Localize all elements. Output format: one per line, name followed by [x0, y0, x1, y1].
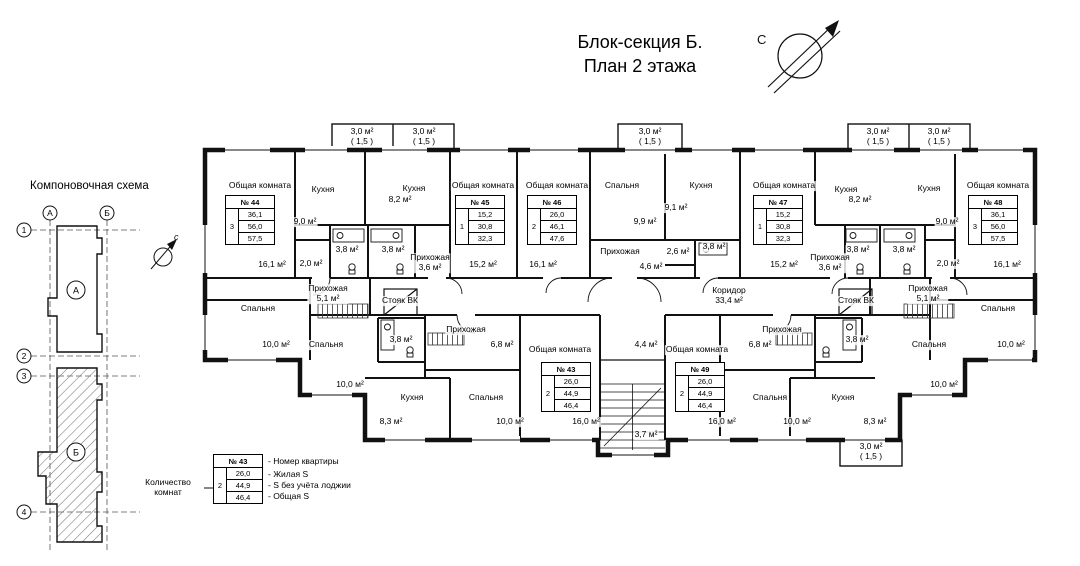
- drawing-title: Блок-секция Б. План 2 этажа: [500, 30, 780, 79]
- door-arcs: [312, 277, 968, 334]
- legend-living-area: 26,0: [227, 468, 262, 480]
- legend-count-label: Количество комнат: [145, 477, 191, 498]
- section-a-outline: [47, 225, 103, 353]
- plumbing-risers: [383, 288, 873, 316]
- north-arrow-icon: [767, 20, 841, 94]
- north-small-label: с: [174, 232, 179, 242]
- balconies: [331, 123, 971, 467]
- north-label: С: [757, 32, 766, 47]
- legend-note-total: - Общая S: [268, 491, 310, 501]
- axis-label-2: 2: [22, 351, 27, 361]
- legend-apartment-number: № 43: [214, 455, 262, 468]
- bathroom-fixtures: [332, 228, 916, 358]
- windows: [201, 146, 1039, 459]
- axis-label-3: 3: [22, 371, 27, 381]
- axis-label-a: А: [47, 208, 53, 218]
- section-b-label: Б: [73, 448, 79, 458]
- drawing-title-line2: План 2 этажа: [583, 56, 697, 77]
- legend-table: № 43 2 26,0 44,9 46,4: [213, 454, 263, 504]
- key-plan: А Б 1 2 3 4 А Б: [16, 205, 140, 550]
- key-plan-title: Компоновочная схема: [30, 180, 149, 192]
- drawing-title-line1: Блок-секция Б.: [577, 32, 703, 52]
- legend-total-area: 46,4: [235, 493, 251, 502]
- north-arrow-small-icon: [150, 239, 177, 270]
- corridor-walls: [205, 277, 1035, 360]
- axis-label-1: 1: [22, 225, 27, 235]
- staircase: [599, 315, 666, 450]
- legend-area-no-loggia: 44,9: [227, 480, 262, 492]
- legend-note-living: - Жилая S: [268, 469, 309, 479]
- legend-note-no-loggia: - S без учёта лоджии: [268, 480, 351, 490]
- building-outline: [202, 147, 1038, 458]
- axis-label-b: Б: [104, 208, 110, 218]
- legend-note-number: - Номер квартиры: [268, 456, 339, 466]
- section-a-label: А: [73, 286, 79, 296]
- wardrobe-strips: [317, 303, 955, 346]
- axis-label-4: 4: [22, 507, 27, 517]
- interior-walls-upper: [294, 150, 956, 278]
- legend-room-count: 2: [214, 468, 227, 503]
